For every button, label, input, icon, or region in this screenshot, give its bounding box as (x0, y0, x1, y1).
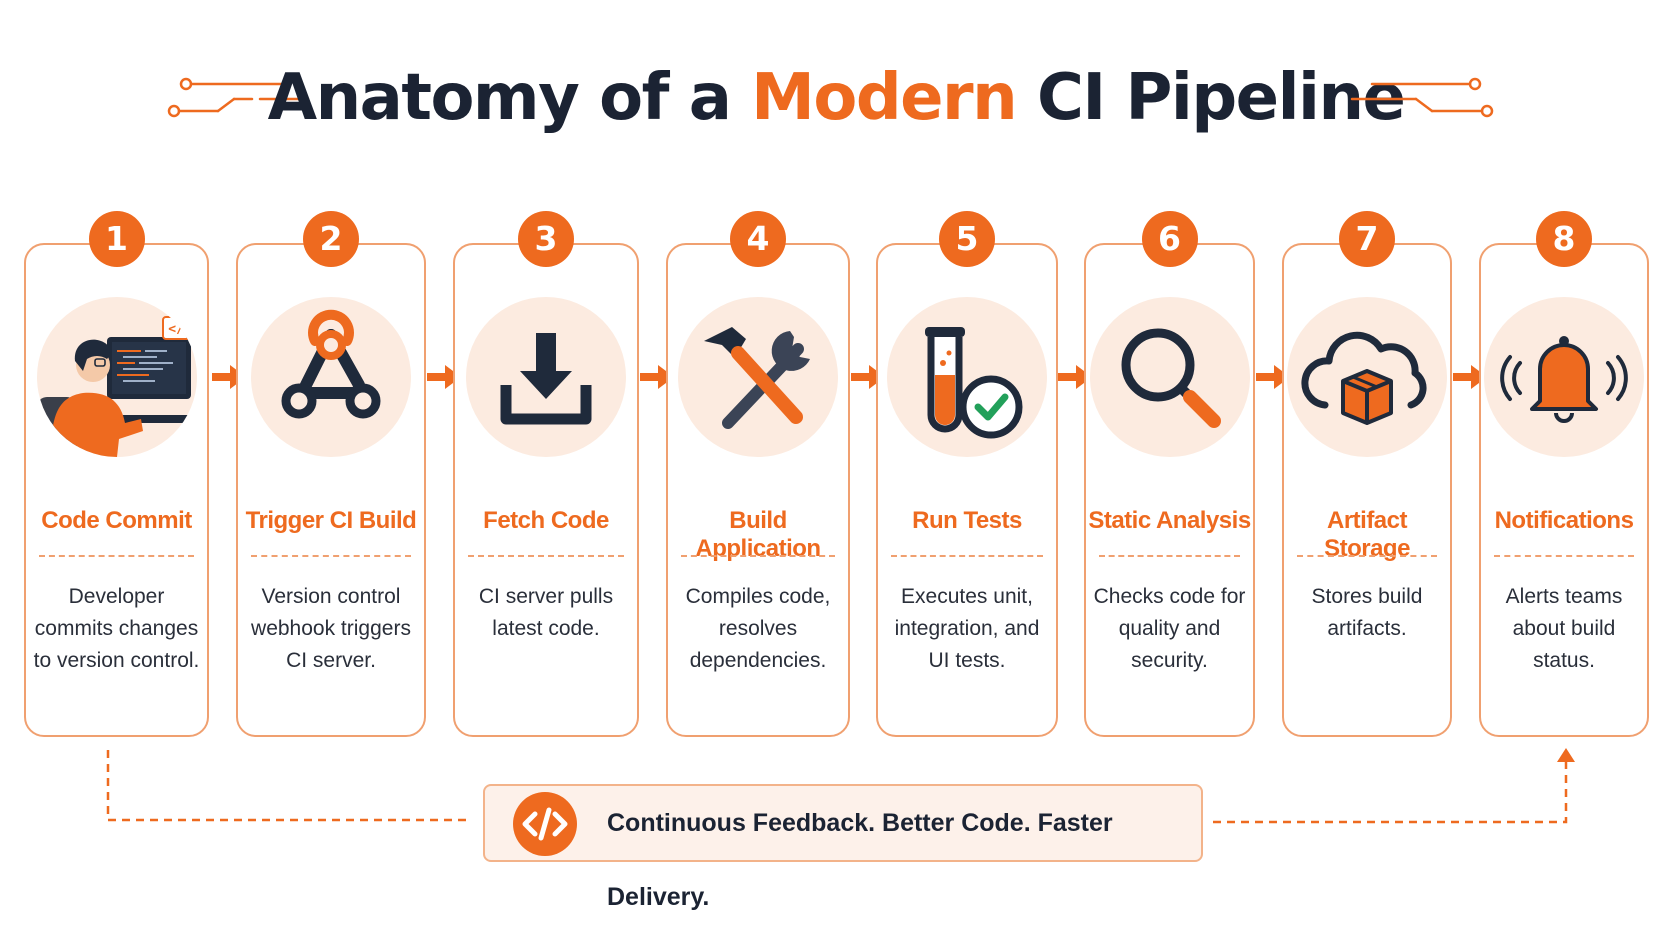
step-description: Alerts teams about build status. (1505, 585, 1623, 672)
cloud-box-icon (1287, 297, 1447, 457)
flow-arrow-icon (1256, 365, 1290, 389)
step-number-badge: 5 (939, 211, 995, 267)
step-divider (891, 555, 1043, 557)
step-description: CI server pulls latest code. (478, 585, 614, 640)
flow-arrow-icon (640, 365, 674, 389)
title-suffix: CI Pipeline (1016, 61, 1406, 135)
webhook-icon (251, 297, 411, 457)
step-card-code-commit: 1 </> Code Commit Developer commits chan… (24, 211, 209, 737)
step-number-badge: 4 (730, 211, 786, 267)
code-icon (513, 792, 577, 856)
step-divider (251, 555, 411, 557)
title-prefix: Anatomy of a (267, 61, 752, 135)
step-title: Notifications (1494, 507, 1634, 534)
feedback-banner: Continuous Feedback. Better Code. Faster… (483, 784, 1203, 911)
step-divider (681, 555, 835, 557)
test-tube-icon (887, 297, 1047, 457)
step-divider (39, 555, 194, 557)
step-number-badge: 7 (1339, 211, 1395, 267)
step-card-build-application: 4 Build Application Compiles code, resol… (666, 211, 850, 737)
step-divider (468, 555, 624, 557)
page-title: Anatomy of a Modern CI Pipeline (0, 58, 1672, 138)
step-card-trigger-ci-build: 2 Trigger CI Build Version control webho… (236, 211, 426, 737)
step-description: Checks code for quality and security. (1093, 585, 1246, 672)
flow-arrow-icon (1453, 365, 1487, 389)
step-card-fetch-code: 3 Fetch Code CI server pulls latest code… (453, 211, 639, 737)
developer-icon: </> (36, 297, 197, 457)
step-description: Stores build artifacts. (1311, 585, 1423, 640)
step-description: Executes unit, integration, and UI tests… (894, 585, 1040, 672)
circuit-left-decoration (167, 77, 310, 118)
step-title: Trigger CI Build (245, 507, 417, 534)
step-description: Developer commits changes to version con… (33, 585, 200, 672)
flow-arrow-icon (1058, 365, 1092, 389)
step-title: Fetch Code (483, 507, 609, 534)
title-accent: Modern (751, 61, 1018, 135)
tools-icon (678, 297, 838, 457)
step-title: Build Application (695, 507, 821, 562)
step-title: Static Analysis (1088, 507, 1251, 534)
step-divider (1494, 555, 1634, 557)
step-number-badge: 6 (1141, 211, 1198, 267)
step-card-static-analysis: 6 Static Analysis Checks code for qualit… (1084, 211, 1255, 737)
step-divider (1297, 555, 1437, 557)
magnifier-icon (1089, 297, 1250, 457)
title-row: Anatomy of a Modern CI Pipeline (0, 58, 1672, 138)
bell-icon (1484, 297, 1644, 457)
step-title: Run Tests (912, 507, 1022, 534)
svg-text:</>: </> (168, 322, 192, 337)
step-description: Compiles code, resolves dependencies. (685, 585, 831, 672)
feedback-text: Continuous Feedback. Better Code. Faster… (607, 809, 1113, 911)
flow-arrow-icon (427, 365, 461, 389)
step-divider (1099, 555, 1240, 557)
step-number-badge: 2 (303, 211, 359, 267)
step-card-run-tests: 5 Run Tests Executes unit, integration, … (876, 211, 1058, 737)
step-card-notifications: 8 Notifications Alerts teams about build… (1479, 211, 1649, 737)
step-title: Code Commit (41, 507, 192, 534)
step-title: Artifact Storage (1324, 507, 1410, 562)
download-icon (466, 297, 626, 457)
step-number-badge: 3 (518, 211, 574, 267)
circuit-right-decoration (1350, 77, 1494, 118)
step-number-badge: 8 (1536, 211, 1592, 267)
step-card-artifact-storage: 7 Artifact Storage Stores build artifact… (1282, 211, 1452, 737)
step-number-badge: 1 (88, 211, 145, 267)
step-description: Version control webhook triggers CI serv… (251, 585, 411, 672)
